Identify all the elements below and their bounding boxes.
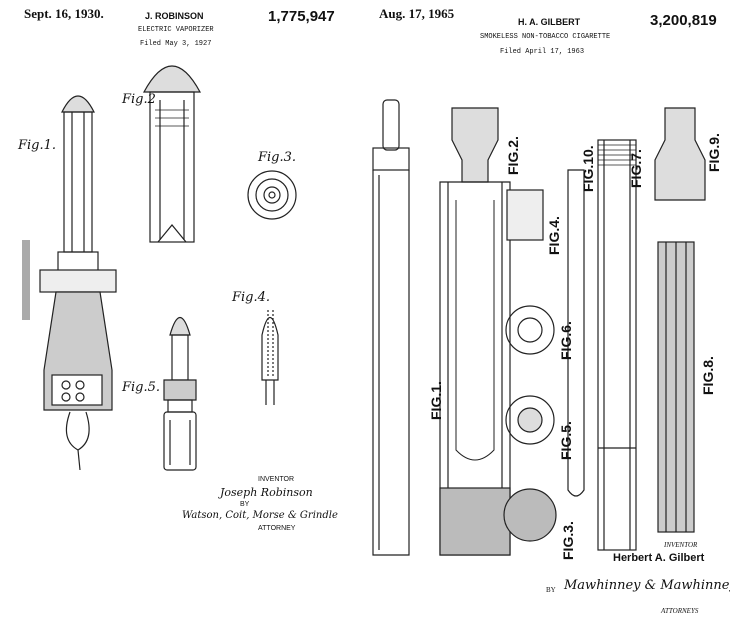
left-fig5 [163, 316, 197, 471]
left-fig1-vaporizer [22, 95, 117, 471]
left-fig-label: Fig.2 [122, 92, 156, 107]
right-fig-label: FIG.7. [628, 149, 644, 188]
right-fig7 [597, 139, 637, 551]
right-fig-label: FIG.9. [706, 133, 722, 172]
left-fig-label: Fig.4. [232, 290, 271, 305]
left-fig-label: Fig.5. [122, 380, 161, 395]
left-fig4 [261, 310, 279, 405]
left-attorney-label: ATTORNEY [258, 525, 296, 532]
left-inventor-signature: Joseph Robinson [220, 486, 313, 499]
left-patent-number: 1,775,947 [268, 8, 335, 25]
right-fig-label: FIG.8. [700, 356, 716, 395]
left-by: BY [240, 501, 250, 508]
right-patent-inventor: H. A. GILBERT [518, 17, 581, 27]
right-fig-label: FIG.1. [428, 381, 444, 420]
left-fig2 [142, 65, 202, 243]
right-patent-date: Aug. 17, 1965 [379, 6, 455, 21]
right-patent-filed: Filed April 17, 1963 [500, 48, 585, 56]
right-inventor-name: Herbert A. Gilbert [613, 552, 705, 564]
right-fig10 [567, 169, 585, 497]
left-patent-title: ELECTRIC VAPORIZER [138, 26, 214, 34]
right-by: BY [546, 586, 556, 594]
left-patent-filed: Filed May 3, 1927 [140, 40, 212, 48]
right-attorney-label: ATTORNEYS [661, 607, 699, 615]
right-fig8 [657, 241, 695, 533]
left-fig-label: Fig.3. [258, 150, 297, 165]
right-fig1-cigarette [372, 99, 410, 556]
right-inventor-label: INVENTOR [664, 541, 698, 549]
right-fig-label: FIG.5. [558, 421, 574, 460]
right-fig-label: FIG.10. [580, 145, 596, 192]
left-fig-label: Fig.1. [18, 138, 57, 153]
left-attorney-signature: Watson, Coit, Morse & Grindle [182, 510, 338, 521]
right-fig-label: FIG.2. [505, 136, 521, 175]
right-fig4-5-6-3 [503, 189, 557, 542]
right-patent-title: SMOKELESS NON-TOBACCO CIGARETTE [480, 33, 611, 41]
right-fig-label: FIG.3. [560, 521, 576, 560]
left-patent-inventor: J. ROBINSON [145, 11, 204, 21]
right-fig2 [439, 107, 511, 556]
right-patent-number: 3,200,819 [650, 12, 717, 29]
right-fig9 [654, 107, 706, 201]
left-fig3 [247, 170, 297, 220]
left-patent-date: Sept. 16, 1930. [24, 6, 104, 21]
right-fig-label: FIG.4. [546, 216, 562, 255]
left-inventor-label: INVENTOR [258, 476, 295, 483]
right-fig-label: FIG.6. [558, 321, 574, 360]
right-attorney-signature: Mawhinney & Mawhinney [564, 578, 730, 593]
